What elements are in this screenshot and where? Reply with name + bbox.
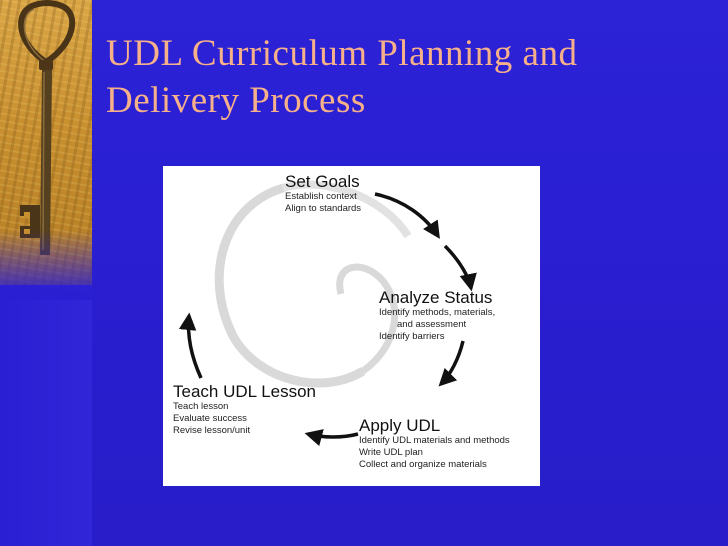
arrow-setgoals-to-analyze xyxy=(374,192,440,239)
stage-item: Identify barriers xyxy=(379,331,445,342)
stage-item: Collect and organize materials xyxy=(359,459,487,470)
title-line-1: UDL Curriculum Planning and xyxy=(106,33,578,74)
stage-title: Analyze Status xyxy=(379,288,493,307)
spiral-outer xyxy=(214,183,366,388)
spiral-inner xyxy=(336,263,399,374)
stage-item: and assessment xyxy=(397,319,467,330)
arrow-apply-to-teach xyxy=(304,429,359,447)
stage-item: Revise lesson/unit xyxy=(173,425,251,436)
arrow-teach-to-setgoals xyxy=(178,312,203,379)
stage-title: Apply UDL xyxy=(359,416,441,435)
stage-item: Evaluate success xyxy=(173,413,247,424)
stage-item: Establish context xyxy=(285,191,357,202)
stage-title: Teach UDL Lesson xyxy=(173,382,317,401)
stage-set-goals: Set Goals Establish context Align to sta… xyxy=(285,172,361,215)
stage-item: Write UDL plan xyxy=(359,447,423,458)
arrow-into-analyze xyxy=(443,244,477,292)
stage-item: Align to standards xyxy=(285,203,362,214)
slide-title: UDL Curriculum Planning and Delivery Pro… xyxy=(106,30,706,124)
cycle-graphics xyxy=(178,180,477,447)
stage-item: Teach lesson xyxy=(173,401,229,412)
stage-item: Identify UDL materials and methods xyxy=(359,435,510,446)
stage-analyze-status: Analyze Status Identify methods, materia… xyxy=(379,288,495,343)
stage-item: Identify methods, materials, xyxy=(379,307,496,318)
stage-title: Set Goals xyxy=(285,172,360,191)
key-panel-fade xyxy=(0,230,92,300)
stage-teach-udl-lesson: Teach UDL Lesson Teach lesson Evaluate s… xyxy=(173,382,316,437)
stage-apply-udl: Apply UDL Identify UDL materials and met… xyxy=(359,416,510,471)
arrow-analyze-to-apply xyxy=(438,340,465,387)
udl-cycle-diagram: Set Goals Establish context Align to sta… xyxy=(163,166,540,486)
title-line-2: Delivery Process xyxy=(106,80,366,121)
